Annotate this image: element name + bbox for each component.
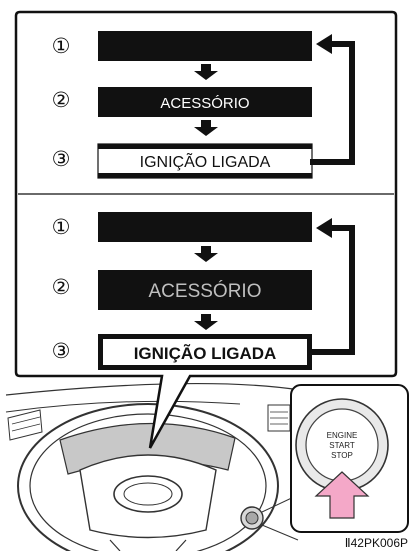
mode-label-accessory: ACESSÓRIO: [160, 95, 249, 112]
mode-bar-accessory: [98, 270, 312, 310]
down-arrow-icon: [194, 64, 218, 80]
press-arrow-icon: [314, 471, 370, 519]
mode-label-ignition-on: IGNIÇÃO LIGADA: [134, 343, 277, 363]
button-label-line3: STOP: [331, 451, 353, 460]
steering-wheel: [17, 403, 279, 551]
cycle-bracket: [310, 225, 355, 355]
section-top: ① ② ACESSÓRIO ③ IGNIÇÃO LIGADA: [52, 31, 355, 179]
step-number-1: ①: [52, 35, 71, 58]
mode-bar-off: [98, 212, 312, 242]
button-label-line1: ENGINE: [327, 431, 358, 440]
cycle-arrow-icon: [316, 34, 332, 54]
down-arrow-icon: [194, 120, 218, 136]
mode-bar-ignition-on-inner: [103, 339, 307, 365]
step-number-2: ②: [52, 276, 71, 299]
mode-label-ignition-on: IGNIÇÃO LIGADA: [140, 151, 271, 171]
engine-button-inset: ENGINE START STOP: [290, 384, 409, 533]
mode-bar-off: [98, 31, 312, 61]
dashboard-start-button: [240, 506, 264, 530]
down-arrow-icon: [194, 314, 218, 330]
step-number-3: ③: [52, 340, 71, 363]
step-number-3: ③: [52, 148, 71, 171]
mode-label-accessory: ACESSÓRIO: [149, 280, 262, 302]
step-number-2: ②: [52, 89, 71, 112]
cycle-bracket: [310, 41, 355, 165]
down-arrow-icon: [194, 246, 218, 262]
step-number-1: ①: [52, 216, 71, 239]
button-label-line2: START: [329, 441, 355, 450]
mode-bar-accessory: [98, 87, 312, 117]
figure-reference-code: Ⅱ42PK006P: [345, 536, 408, 550]
section-bottom: ① ② ACESSÓRIO ③ IGNIÇÃO LIGADA: [52, 212, 355, 370]
cycle-arrow-icon: [316, 218, 332, 238]
mode-bar-ignition-on: [97, 143, 313, 179]
